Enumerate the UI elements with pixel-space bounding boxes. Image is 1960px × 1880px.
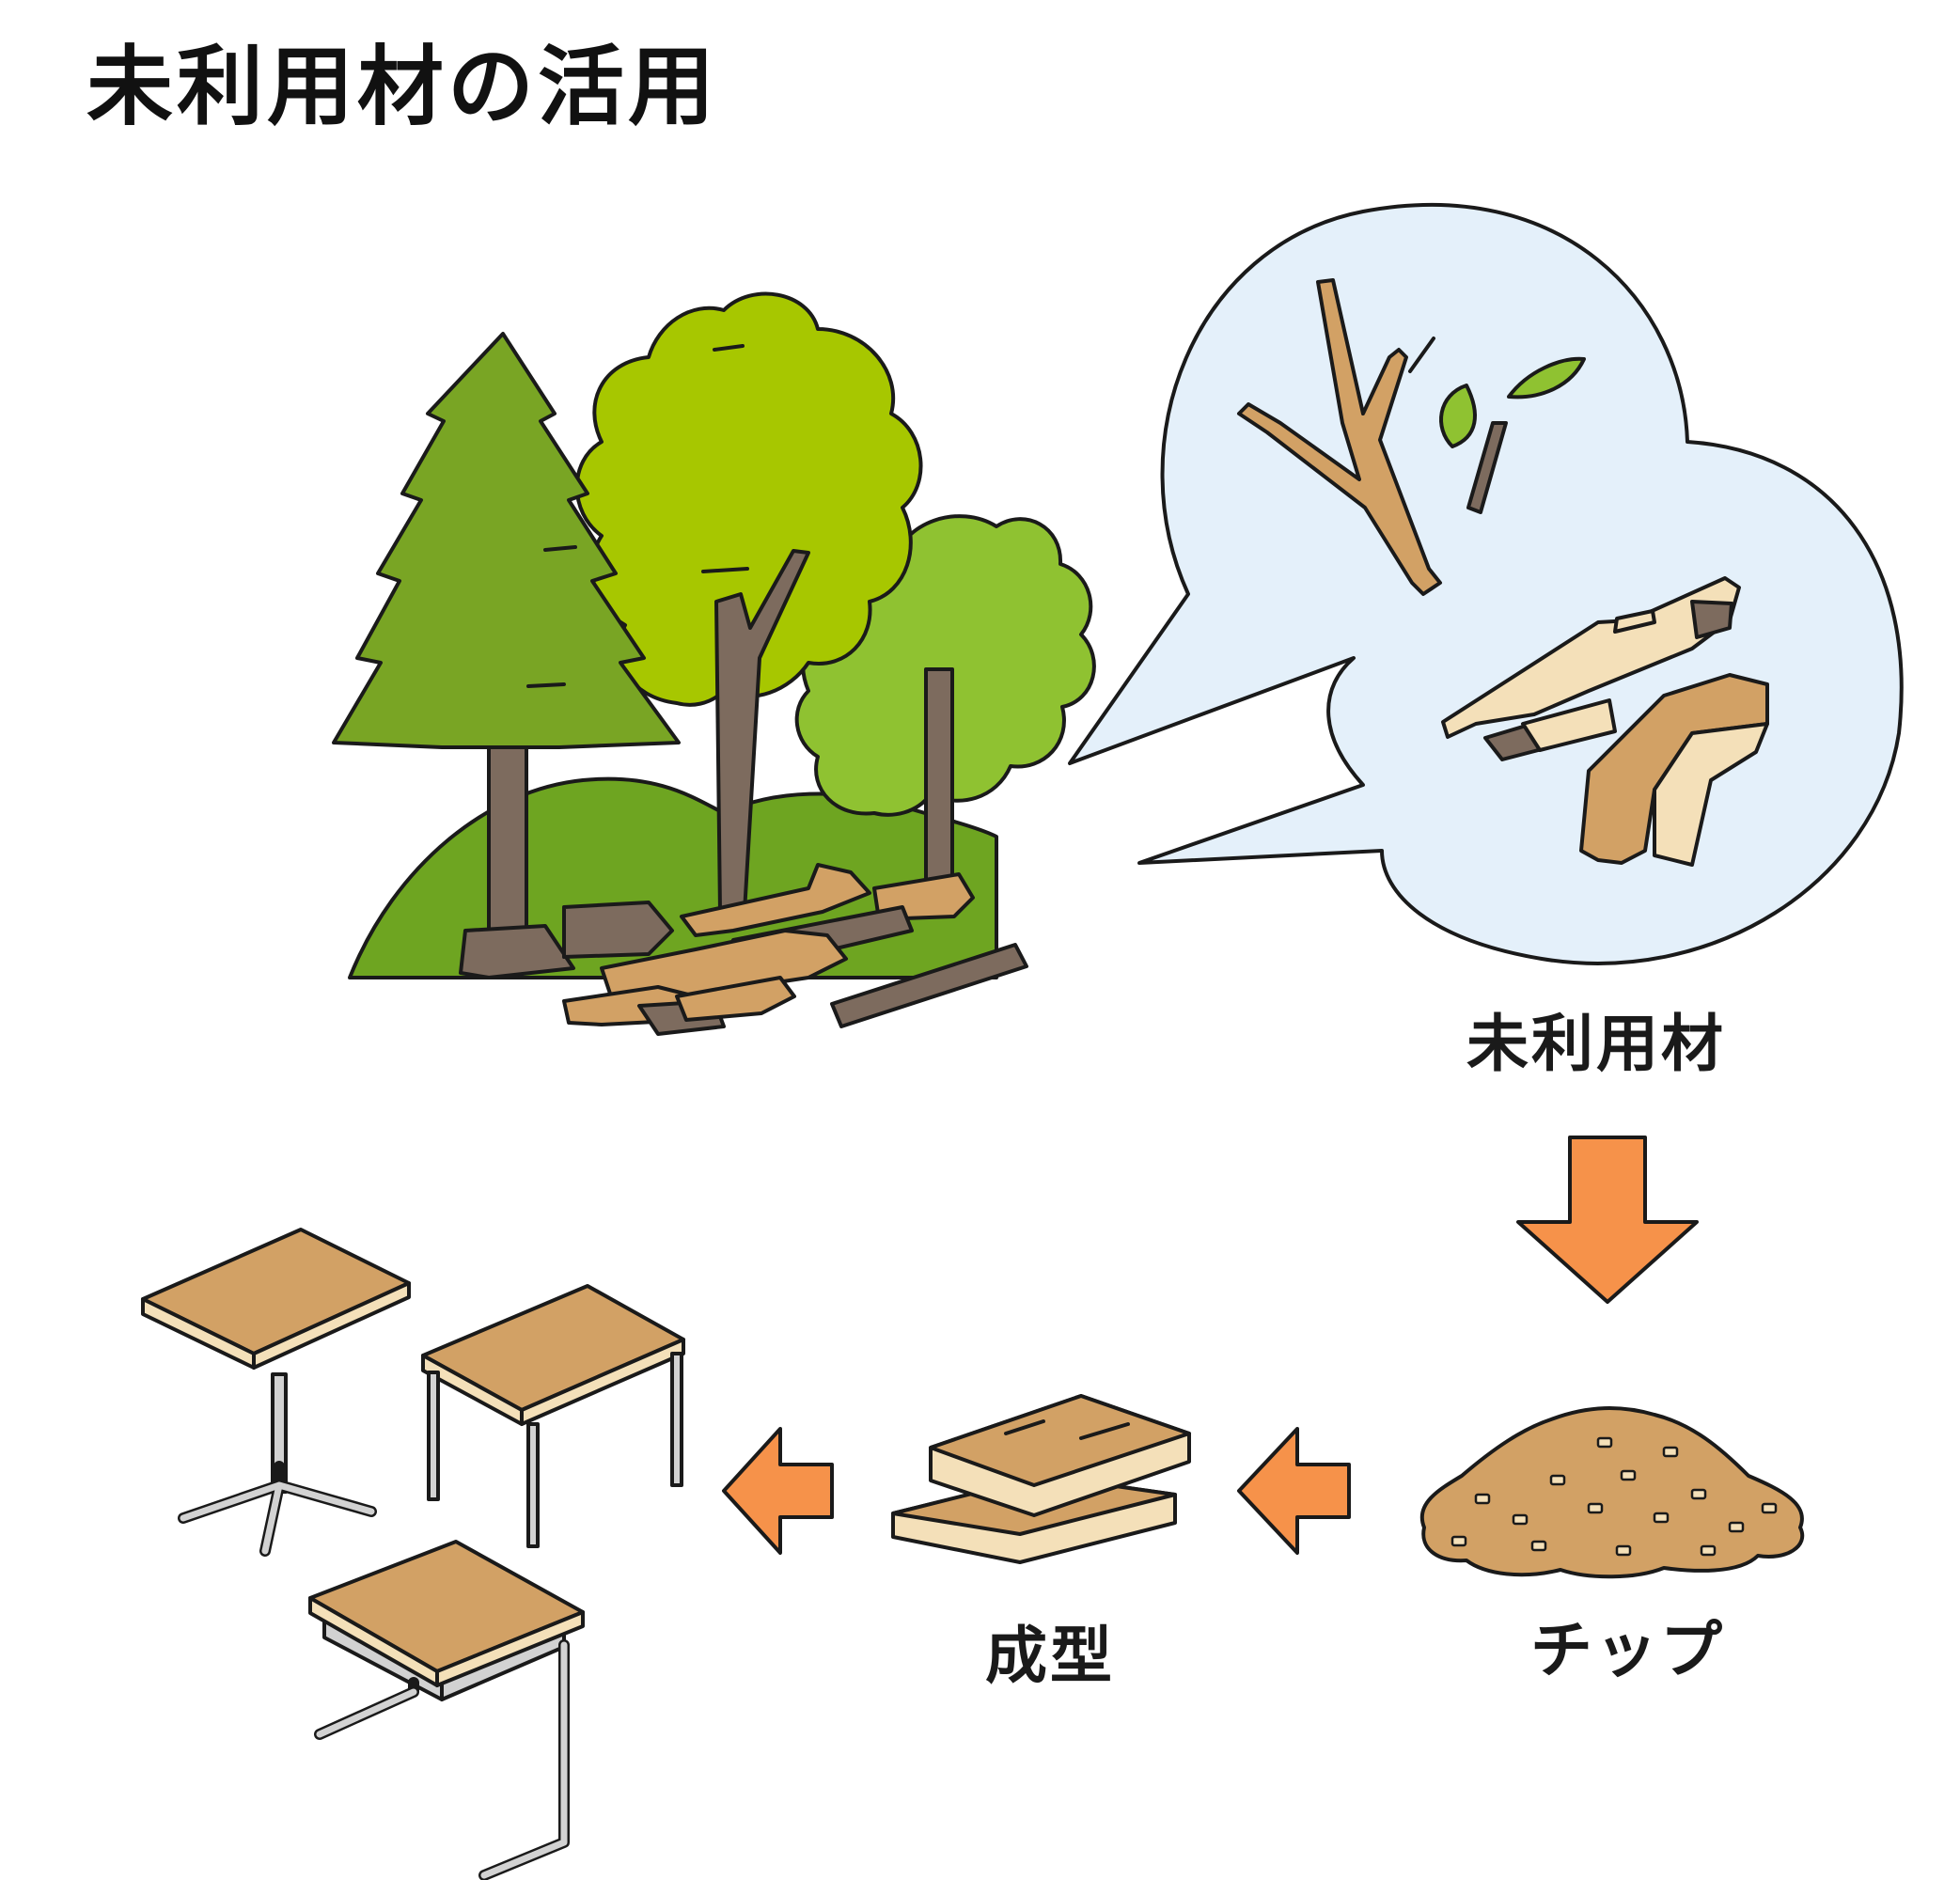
- boards-icon: [891, 1394, 1191, 1564]
- label-unused-wood: 未利用材: [1466, 1008, 1726, 1080]
- branch-icon: [1237, 278, 1442, 596]
- arrow-left-1: [1237, 1427, 1351, 1555]
- speech-bubble: [1068, 202, 1904, 965]
- conifer-tree: [332, 332, 681, 979]
- page-title: 未利用材の活用: [86, 37, 719, 137]
- wood-scraps-icon: [1441, 576, 1769, 867]
- label-molding: 成型: [985, 1620, 1115, 1692]
- label-chip: チップ: [1530, 1614, 1725, 1686]
- chip-pile-icon: [1419, 1406, 1805, 1579]
- leaves-icon: [1439, 356, 1586, 514]
- forest-illustration: [332, 291, 1096, 1036]
- large-broadleaf-tree: [574, 291, 923, 914]
- arrow-down: [1516, 1136, 1699, 1304]
- desk-icon: [141, 1228, 685, 1880]
- fallen-logs: [562, 863, 1028, 1036]
- arrow-left-2: [722, 1427, 834, 1555]
